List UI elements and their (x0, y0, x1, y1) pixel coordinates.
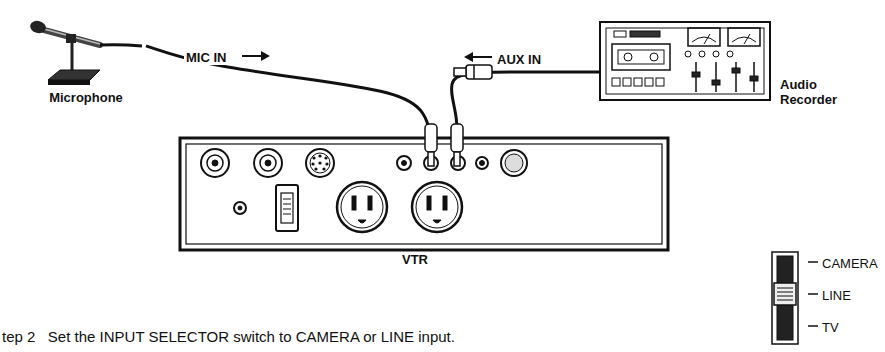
vtr-panel: VTR (180, 138, 668, 250)
switch-position-holder: LINE (822, 286, 851, 304)
audio-cable (452, 72, 600, 138)
cable-label-holder: AUX IN (495, 50, 543, 68)
plug (425, 65, 492, 166)
audio-recorder-drawing (600, 22, 770, 100)
direction-arrow (242, 51, 492, 62)
input-label: AUX IN (495, 52, 543, 67)
switch-position-label: CAMERA (822, 256, 878, 271)
vtr-panel (180, 138, 668, 250)
switch-position-holder: CAMERA (822, 254, 878, 272)
device-label: Audio Recorder (780, 77, 846, 107)
caption-holder: tep 2 Set the INPUT SELECTOR switch to C… (2, 328, 455, 346)
input-selector-switch (772, 252, 818, 344)
microphone-drawing (29, 19, 142, 85)
audio-cable (146, 46, 431, 138)
device-label: VTR (390, 252, 440, 267)
step-caption: tep 2 Set the INPUT SELECTOR switch to C… (2, 328, 455, 345)
cable-label-holder: MIC IN (184, 48, 228, 66)
switch-position-label: TV (822, 320, 839, 335)
microphone: Microphone (30, 18, 146, 108)
device-label: Microphone (30, 90, 142, 105)
switch-position-holder: TV (822, 318, 839, 336)
input-label: MIC IN (184, 50, 228, 65)
audio-recorder: Audio Recorder (600, 20, 850, 112)
switch-position-label: LINE (822, 288, 851, 303)
